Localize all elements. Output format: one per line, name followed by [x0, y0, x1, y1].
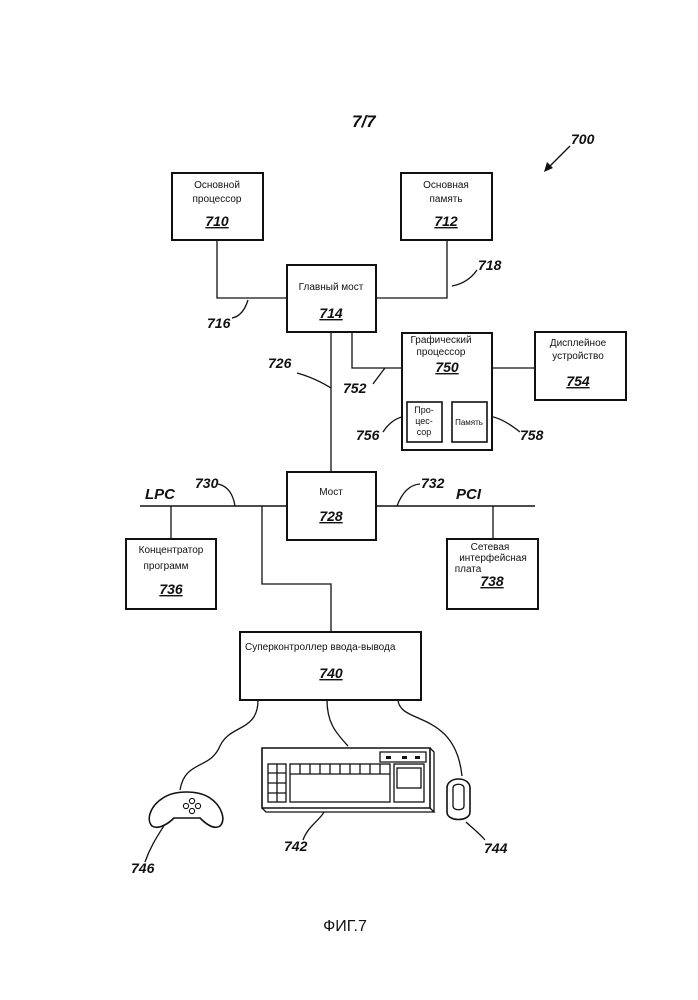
gpu-label-2: процессор	[417, 347, 466, 358]
keyboard-icon	[262, 748, 434, 812]
block-main-memory: Основная память 712	[401, 173, 492, 240]
super-io-number: 740	[319, 665, 343, 681]
ref-716: 716	[207, 315, 231, 331]
main-cpu-number: 710	[205, 213, 229, 229]
main-memory-label-1: Основная	[423, 180, 469, 191]
ref-718: 718	[478, 257, 502, 273]
nic-number: 738	[480, 573, 504, 589]
display-label-1: Дисплейное	[550, 338, 607, 349]
mouse-icon	[447, 779, 470, 820]
ref-732: 732	[421, 475, 445, 491]
ref-726: 726	[268, 355, 292, 371]
line-752	[352, 332, 402, 368]
figure-caption: ФИГ.7	[323, 918, 367, 935]
ref-742: 742	[284, 838, 308, 854]
gpu-memory-label: Память	[455, 418, 483, 427]
firmware-hub-label-2: программ	[143, 561, 188, 572]
ref-756: 756	[356, 427, 380, 443]
host-bridge-label: Главный мост	[299, 282, 364, 293]
gpu-processor-label-2: цес-	[415, 416, 433, 426]
block-super-io: Суперконтроллер ввода-вывода 740	[240, 632, 421, 700]
ref-758: 758	[520, 427, 544, 443]
main-memory-number: 712	[434, 213, 458, 229]
nic-label-3: плата	[455, 564, 482, 575]
block-firmware-hub: Концентратор программ 736	[126, 539, 216, 609]
gpu-number: 750	[435, 359, 459, 375]
block-main-cpu: Основной процессор 710	[172, 173, 263, 240]
nic-label-2: интерфейсная	[459, 552, 527, 564]
bridge-number: 728	[319, 508, 343, 524]
block-gpu: Графический процессор 750 Про- цес- сор …	[402, 333, 492, 450]
lpc-bus-label: LPC	[145, 486, 176, 503]
ref-730: 730	[195, 475, 219, 491]
main-memory-label-2: память	[429, 194, 462, 205]
main-cpu-label-2: процессор	[193, 194, 242, 205]
gpu-label-1: Графический	[410, 334, 471, 346]
firmware-hub-label-1: Концентратор	[139, 545, 204, 556]
display-label-2: устройство	[552, 351, 604, 362]
nic-label-1: Сетевая	[471, 542, 510, 553]
super-io-label: Суперконтроллер ввода-вывода	[245, 642, 396, 653]
line-718	[376, 240, 447, 298]
pci-bus-label: PCI	[456, 486, 482, 503]
display-number: 754	[566, 373, 590, 389]
host-bridge-number: 714	[319, 305, 343, 321]
block-nic: Сетевая интерфейсная плата 738	[447, 539, 538, 609]
keyboard-cable	[327, 700, 348, 746]
sheet-number: 7/7	[352, 112, 377, 131]
figure-ref-arrow	[544, 146, 570, 172]
ref-746: 746	[131, 860, 155, 876]
block-display: Дисплейное устройство 754	[535, 332, 626, 400]
gamepad-cable	[180, 700, 258, 790]
block-host-bridge: Главный мост 714	[287, 265, 376, 332]
block-bridge: Мост 728	[287, 472, 376, 540]
figure-ref-700: 700	[571, 131, 595, 147]
ref-752: 752	[343, 380, 367, 396]
gpu-processor-label-3: сор	[417, 427, 432, 437]
main-cpu-label-1: Основной	[194, 180, 240, 191]
firmware-hub-number: 736	[159, 581, 183, 597]
gpu-processor-label-1: Про-	[414, 405, 433, 415]
line-716	[217, 240, 288, 298]
ref-744: 744	[484, 840, 508, 856]
bridge-label: Мост	[319, 487, 343, 498]
gamepad-icon	[149, 792, 222, 827]
